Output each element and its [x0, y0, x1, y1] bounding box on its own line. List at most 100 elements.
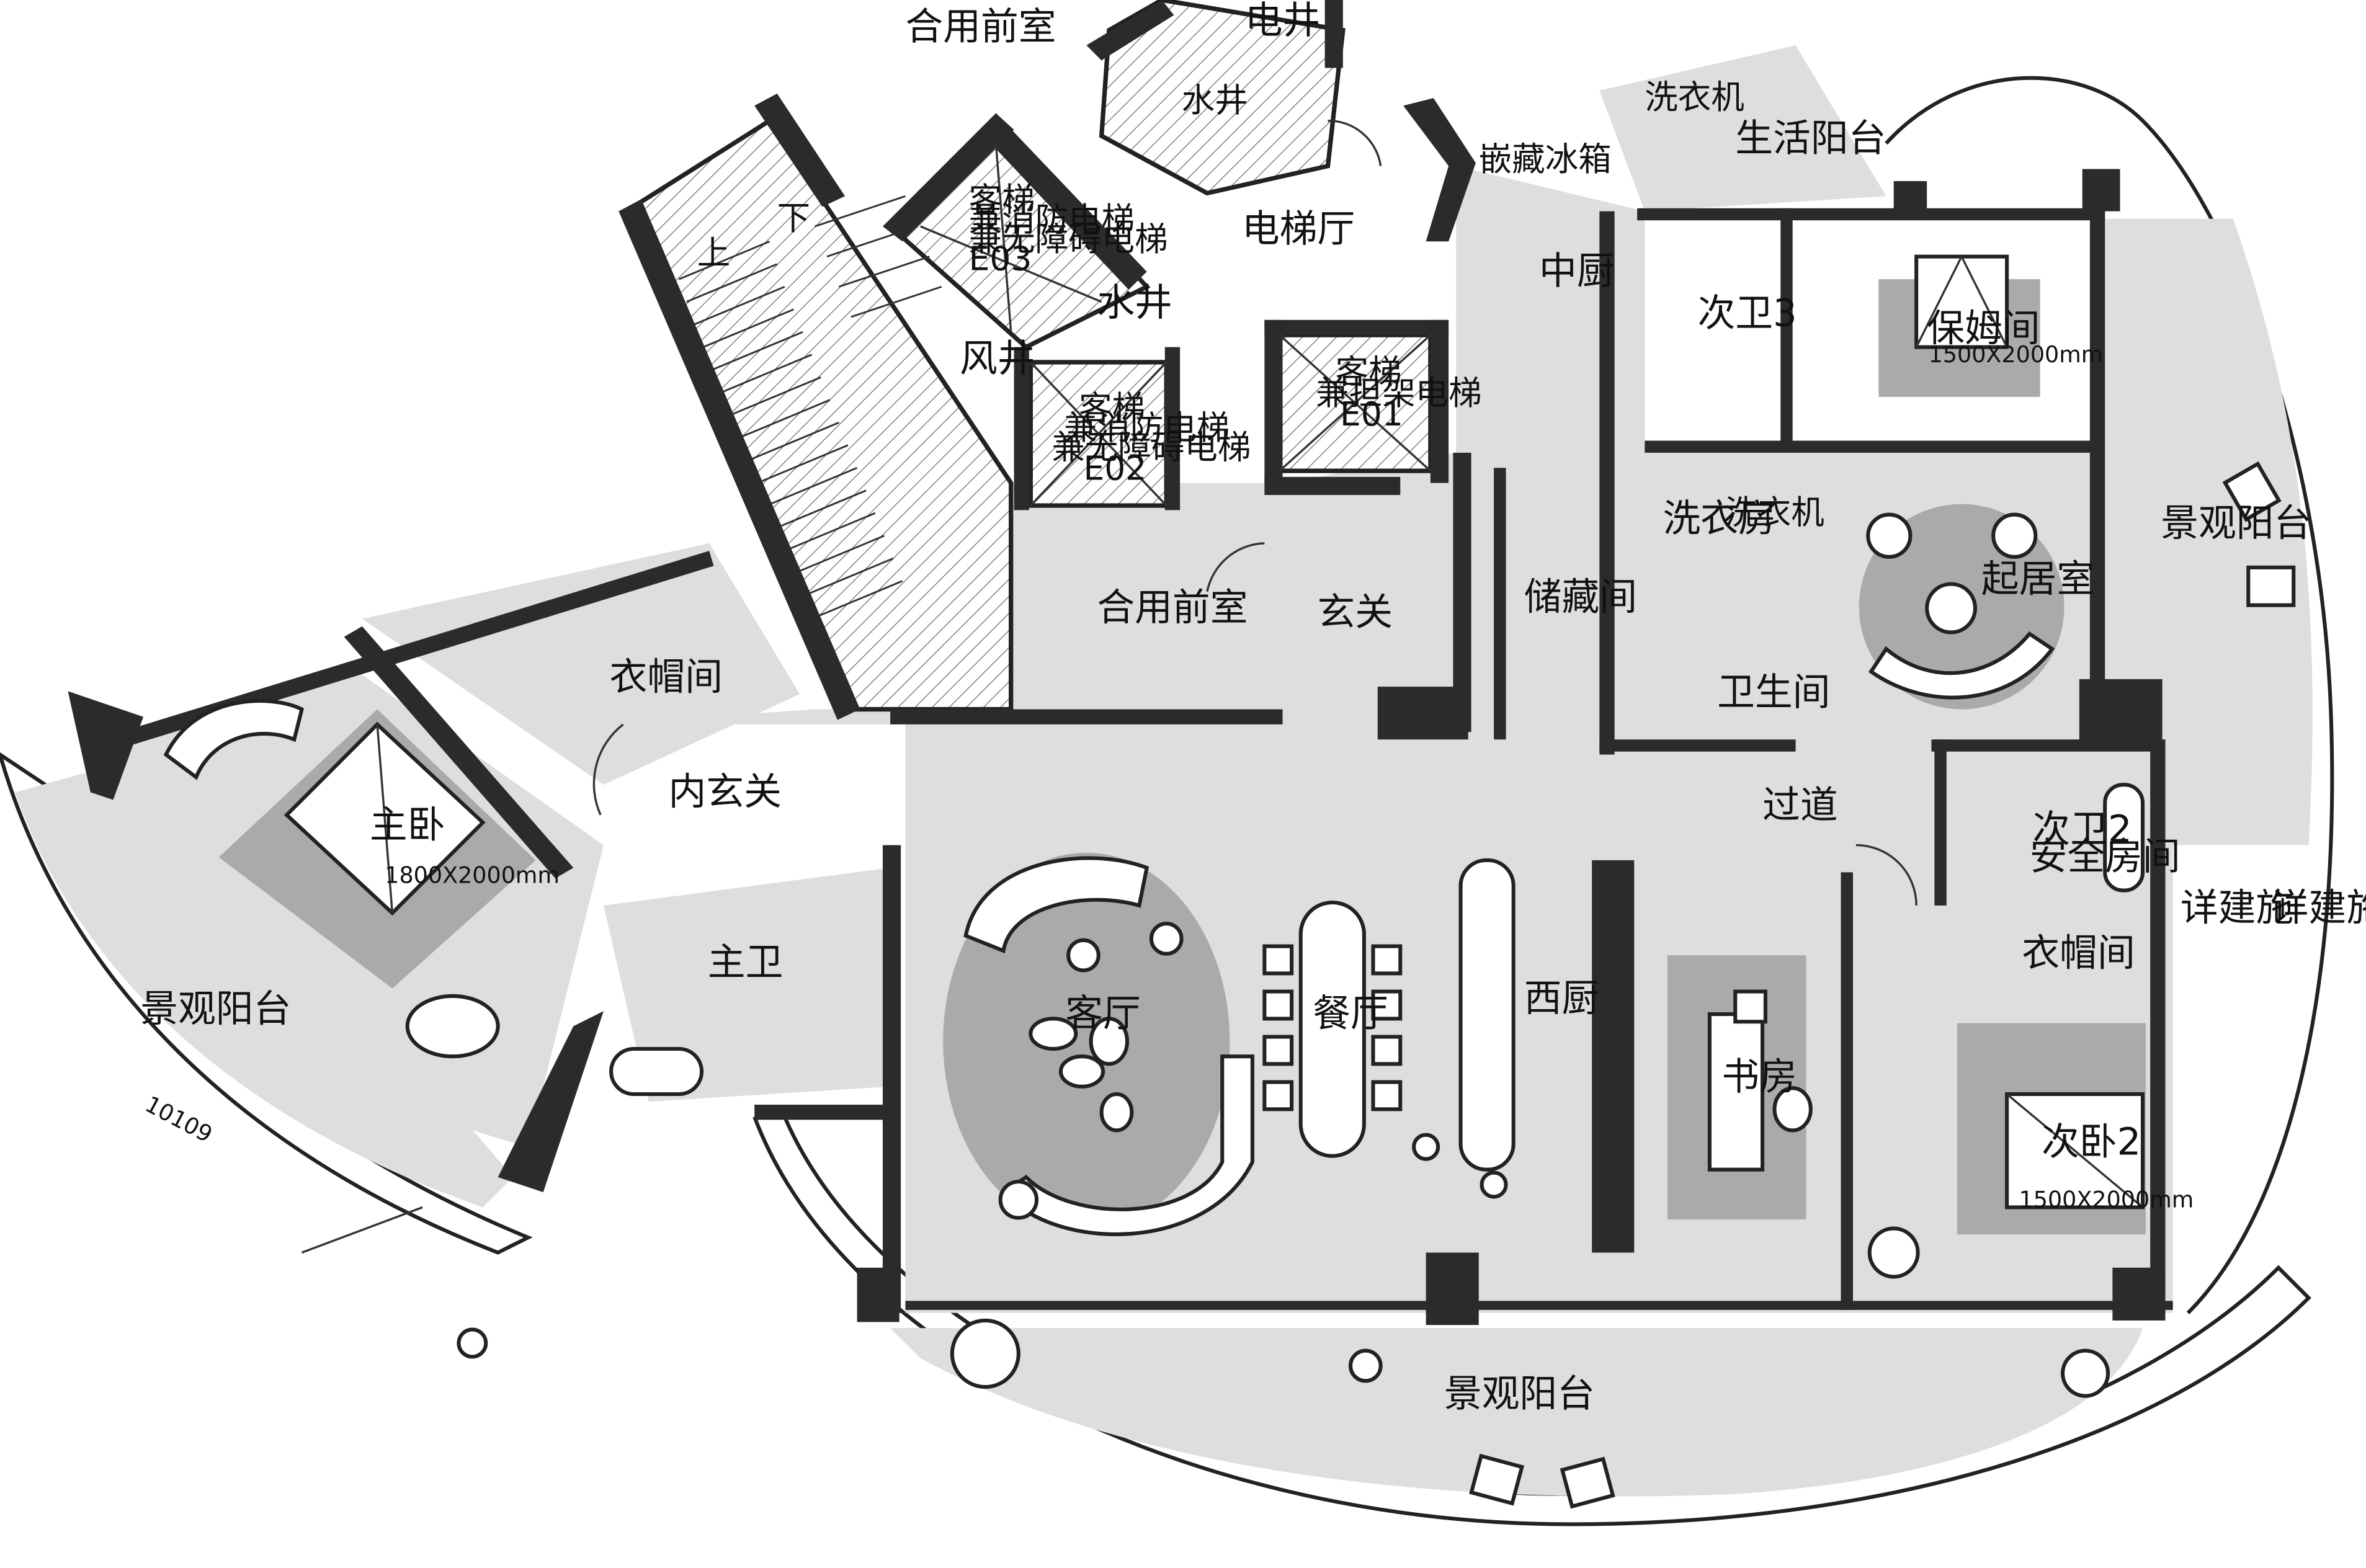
label-elevator-e03-1: 客梯: [969, 180, 1035, 220]
label-shared-front-room: 合用前室: [1097, 586, 1248, 630]
label-walkin-closet-2: 衣帽间: [2022, 932, 2135, 975]
kitchen-island: [1458, 858, 1516, 1172]
balcony-lounger-2: [1560, 1456, 1615, 1509]
label-water-shaft: 水井: [1097, 282, 1172, 325]
door-swing-4: [1855, 844, 1917, 906]
coffee-table-3: [1058, 1054, 1105, 1089]
family-table: [1925, 582, 1978, 635]
bar-stool-2: [1480, 1170, 1508, 1199]
floor-bottom-balcony: [890, 1328, 2143, 1497]
label-living-room-family: 起居室: [1981, 558, 2094, 601]
label-corridor: 过道: [1762, 784, 1838, 827]
label-stair-down: 下: [777, 198, 811, 238]
nanny-bed-diag: [1915, 256, 1963, 348]
floor-service-balcony: [1599, 45, 1886, 212]
label-bed-size-master: 1800X2000mm: [385, 862, 560, 888]
coffee-table-2: [1089, 1017, 1130, 1066]
label-laundry-top: 洗衣机: [1645, 78, 1744, 117]
sofa-curved-bottom: [1000, 1054, 1254, 1236]
family-armchair-2: [1991, 512, 2038, 559]
ottoman: [998, 1180, 1039, 1220]
elec-shaft: [1099, 0, 1346, 196]
label-western-kitchen: 西厨: [1524, 977, 1600, 1020]
label-elevator-hall: 电梯厅: [1242, 207, 1355, 251]
door-swing-3: [1328, 119, 1382, 166]
label-bed-size-guest: 1500X2000mm: [2019, 1186, 2194, 1213]
guest-bed-diag: [2006, 1093, 2144, 1208]
family-armchair-1: [1866, 512, 1913, 559]
walls: [68, 0, 2173, 1325]
study-desk: [1707, 1012, 1765, 1172]
label-elevator-e02-4: E02: [1083, 449, 1146, 488]
master-lounge: [163, 699, 305, 780]
plant: [2061, 1348, 2110, 1398]
label-walkin-closet-master: 衣帽间: [610, 656, 723, 699]
label-guest-bath-2: 次卫2: [2032, 808, 2132, 852]
label-dimension: 10109: [141, 1090, 217, 1147]
label-middle-kitchen: 中厨: [1539, 249, 1615, 293]
label-elevator-e03-2: 兼消防电梯: [969, 200, 1135, 239]
master-chaise: [405, 994, 500, 1059]
label-service-balcony: 生活阳台: [1735, 117, 1886, 160]
label-nanny-room: 保姆间: [1927, 307, 2040, 350]
label-stair-up: 上: [697, 233, 731, 272]
elevator-cross-e01: [1279, 334, 1432, 472]
balcony-round-table: [950, 1318, 1020, 1389]
label-storage: 储藏间: [1524, 576, 1637, 619]
study-desk-top: [1733, 989, 1767, 1024]
label-elevator-e01-1: 客梯: [1336, 352, 1402, 391]
family-sofa: [1868, 631, 2055, 700]
study-chair: [1772, 1086, 1813, 1133]
master-bathtub: [609, 1046, 704, 1097]
label-elevator-e03-3: 兼无障碍电梯: [969, 220, 1168, 259]
side-table: [1066, 938, 1100, 973]
right-balcony-chair-2: [2246, 565, 2296, 607]
label-elevator-e01-3: E01: [1340, 394, 1403, 434]
label-landscape-balcony-left: 景观阳台: [140, 987, 291, 1031]
nanny-bed: [1914, 254, 2009, 349]
label-dining-room: 餐厅: [1313, 992, 1388, 1036]
label-laundry-room: 洗衣房: [1663, 497, 1776, 540]
bar-stool-1: [1412, 1133, 1440, 1161]
section-marker: [457, 1327, 488, 1359]
label-elevator-e03-4: E03: [969, 239, 1032, 278]
label-living-room: 客厅: [1065, 992, 1141, 1036]
guest-armchair: [1867, 1226, 1920, 1279]
label-elec-shaft: 电井: [1245, 0, 1321, 43]
balcony-lounger-1: [1469, 1453, 1525, 1506]
label-elevator-e02-2: 兼消防电梯: [1064, 408, 1230, 447]
coffee-table-4: [1099, 1092, 1134, 1133]
dining-table: [1298, 900, 1366, 1158]
label-elevator-e01-2: 兼担架电梯: [1316, 373, 1482, 412]
label-master-bath: 主卫: [708, 941, 783, 984]
label-see-arch-1: 详建施: [2181, 886, 2293, 930]
door-swing-1: [1206, 542, 1265, 592]
label-water-shaft-top: 水井: [1182, 81, 1248, 120]
side-table-2: [1149, 922, 1184, 956]
coffee-table-1: [1029, 1017, 1078, 1051]
label-elevator-e02-3: 兼无障碍电梯: [1051, 428, 1251, 467]
balcony-outline-right: [1885, 76, 2334, 1314]
nanny-bed-diag2: [1960, 256, 2008, 348]
label-guest-bath-3: 次卫3: [1697, 292, 1797, 336]
elevator-cross-e02: [1030, 361, 1167, 507]
label-guest-bedroom-2: 次卧2: [2042, 1120, 2141, 1164]
label-bathroom: 卫生间: [1717, 670, 1830, 714]
label-study: 书房: [1721, 1056, 1797, 1099]
guest-bathtub: [2103, 783, 2145, 893]
label-shared-front-room-top: 合用前室: [905, 5, 1056, 48]
floor-master-bath: [603, 868, 891, 1102]
master-bed-diag: [376, 724, 394, 914]
dining-chairs: [1262, 944, 1403, 1111]
right-balcony-chair-1: [2222, 461, 2282, 522]
label-inner-foyer: 内玄关: [669, 770, 782, 814]
label-landscape-balcony-bottom: 景观阳台: [1444, 1373, 1595, 1416]
label-foyer: 玄关: [1317, 590, 1393, 634]
label-hidden-fridge: 嵌藏冰箱: [1479, 140, 1612, 179]
label-safe-room: 安全房间: [2030, 835, 2181, 878]
balcony-stool: [1348, 1348, 1383, 1383]
sofa-curved-top: [963, 856, 1150, 954]
label-laundry: 洗衣机: [1725, 492, 1824, 532]
dimension-line: [301, 1206, 423, 1254]
